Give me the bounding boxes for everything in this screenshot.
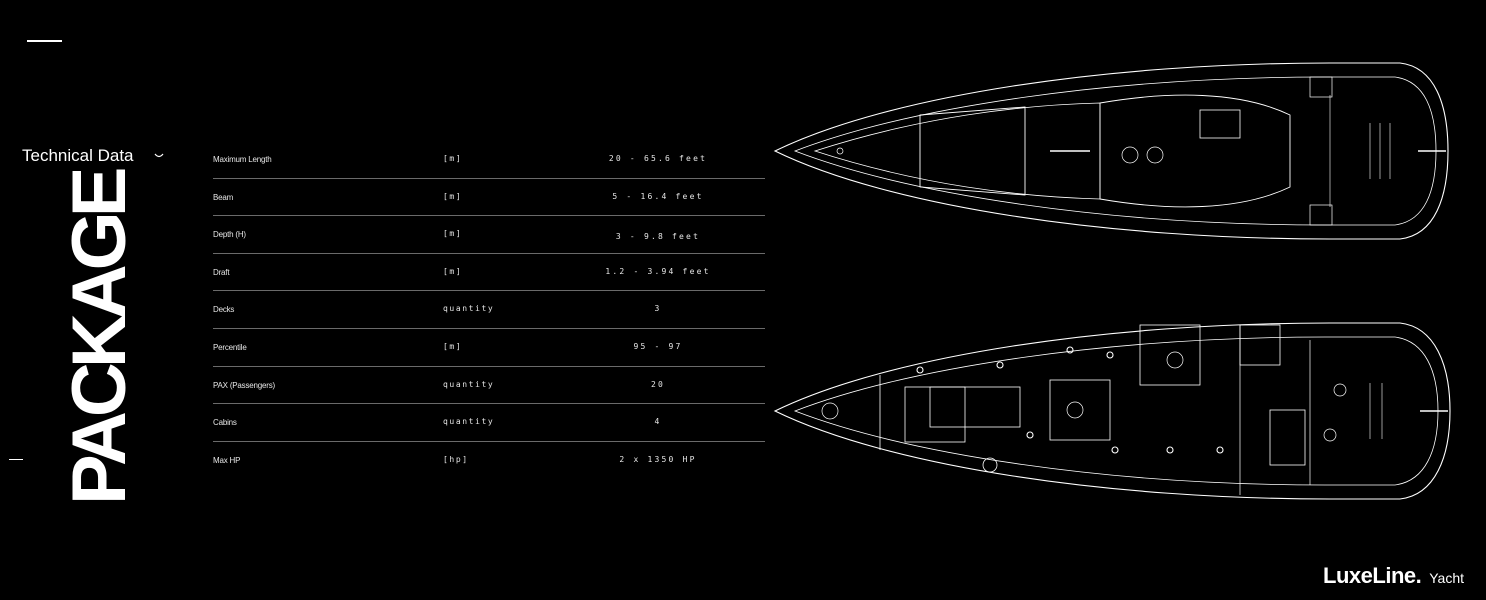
menu-dash-icon[interactable] (27, 40, 62, 42)
spec-unit: [m] (443, 191, 463, 201)
spec-value: 5 - 16.4 feet (612, 191, 704, 201)
side-indicator (9, 459, 23, 460)
spec-label: Beam (213, 192, 234, 202)
spec-unit: [m] (443, 266, 463, 276)
spec-unit: quantity (443, 379, 495, 389)
yacht-lower-deck-blueprint (773, 322, 1451, 500)
table-row: Beam [m] 5 - 16.4 feet (213, 179, 765, 217)
spec-label: Draft (213, 267, 230, 277)
spec-label: Percentile (213, 342, 247, 352)
spec-label: Maximum Length (213, 155, 272, 164)
spec-label: Decks (213, 305, 235, 315)
chevron-down-icon[interactable] (154, 152, 164, 160)
spec-value: 3 - 9.8 feet (615, 232, 701, 242)
spec-value: 3 (654, 304, 662, 314)
spec-value: 4 (654, 417, 662, 427)
section-header[interactable]: Technical Data (22, 146, 164, 166)
table-row: Percentile [m] 95 - 97 (213, 329, 765, 367)
page-vertical-title: PACKAGE (57, 172, 142, 505)
spec-value: 20 (650, 379, 666, 389)
table-row: Draft [m] 1.2 - 3.94 feet (213, 254, 765, 292)
spec-unit: quantity (443, 304, 495, 314)
table-row: Decks quantity 3 (213, 291, 765, 329)
spec-unit: [m] (443, 154, 463, 163)
spec-label: Max HP (213, 455, 241, 465)
table-row: Cabins quantity 4 (213, 404, 765, 442)
spec-label: Cabins (213, 418, 237, 428)
spec-label: Depth (H) (213, 230, 246, 240)
spec-value: 2 x 1350 HP (619, 454, 697, 464)
brand-name: LuxeLine. (1323, 563, 1422, 588)
spec-value: 20 - 65.6 feet (608, 154, 708, 163)
spec-table: Maximum Length [m] 20 - 65.6 feet Beam [… (213, 141, 765, 478)
spec-unit: quantity (443, 417, 495, 427)
table-row: PAX (Passengers) quantity 20 (213, 367, 765, 405)
spec-unit: [hp] (443, 454, 469, 464)
spec-unit: [m] (443, 229, 463, 239)
table-row: Max HP [hp] 2 x 1350 HP (213, 442, 765, 479)
spec-value: 1.2 - 3.94 feet (605, 266, 711, 276)
table-row: Maximum Length [m] 20 - 65.6 feet (213, 141, 765, 179)
yacht-top-deck-blueprint (773, 62, 1449, 240)
spec-value: 95 - 97 (633, 341, 683, 351)
brand-suffix: Yacht (1429, 570, 1464, 586)
spec-label: PAX (Passengers) (213, 380, 276, 390)
section-title: Technical Data (22, 146, 134, 165)
table-row: Depth (H) [m] 3 - 9.8 feet (213, 216, 765, 254)
brand-logo[interactable]: LuxeLine. Yacht (1323, 563, 1464, 589)
spec-unit: [m] (443, 341, 463, 351)
